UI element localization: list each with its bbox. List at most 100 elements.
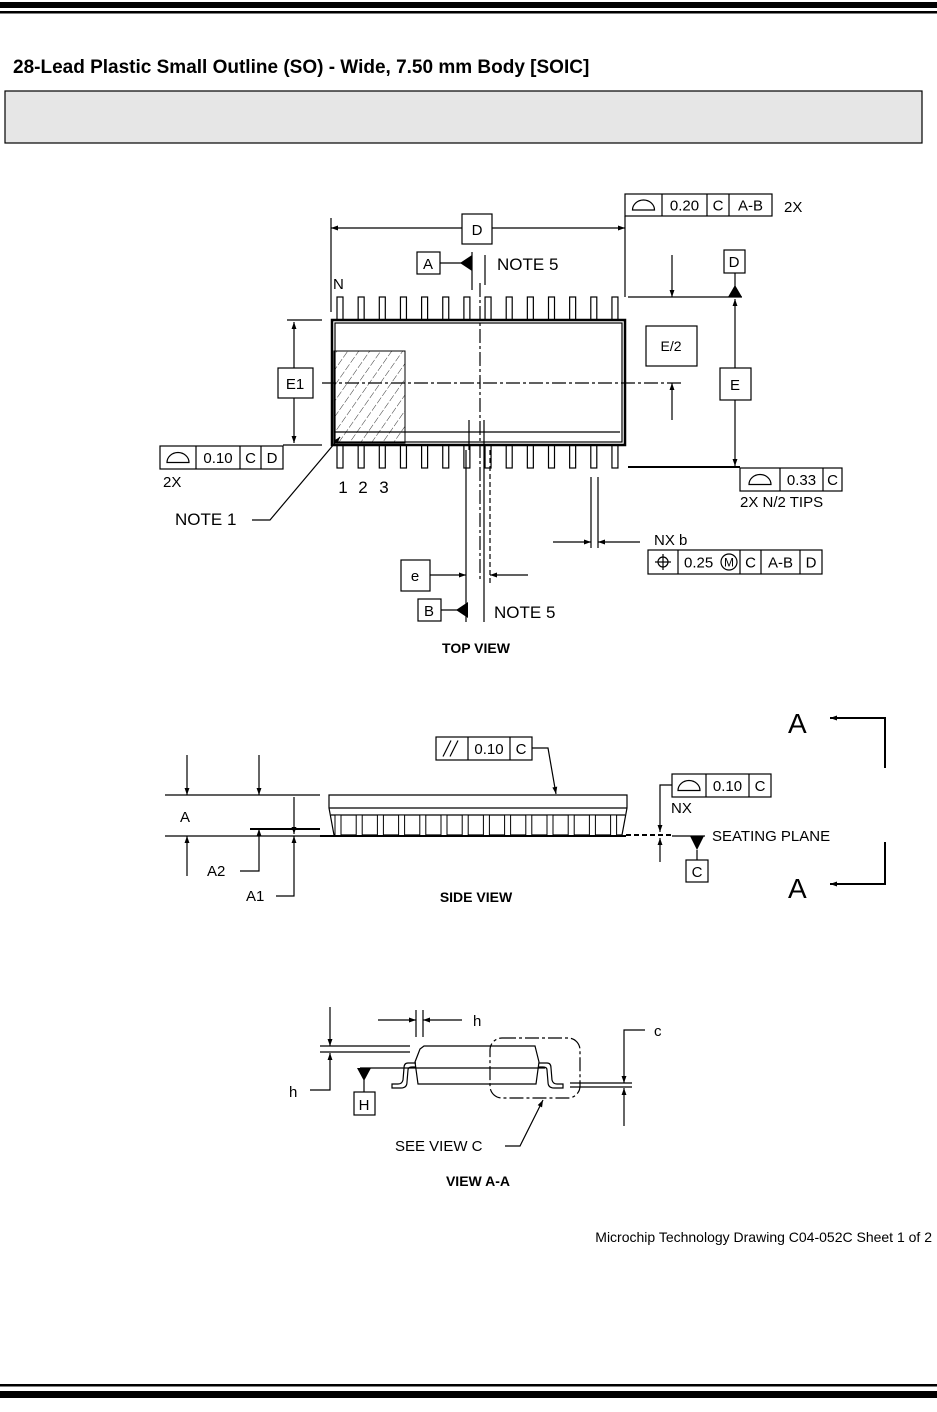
lead-bottom	[590, 444, 598, 469]
lead-top	[336, 296, 344, 321]
lead-bottom	[378, 444, 386, 469]
note1: NOTE 1	[175, 510, 236, 529]
lead-side	[525, 814, 533, 837]
frame-cell-text: C	[713, 198, 724, 215]
profile-of-surface-icon	[748, 473, 772, 486]
package-body-section	[414, 1045, 540, 1085]
frame-cell-text: 0.25	[684, 555, 713, 572]
lead-side	[334, 814, 342, 837]
datum-B-label: B	[424, 603, 434, 620]
frame-modifier-text: M	[724, 556, 734, 570]
frame-cell-text: A-B	[768, 555, 793, 572]
header-rule-thin	[0, 11, 937, 14]
datum-C-triangle	[690, 836, 704, 850]
lead-top	[421, 296, 429, 321]
datum-A-triangle	[460, 255, 472, 271]
page-title: 28-Lead Plastic Small Outline (SO) - Wid…	[13, 57, 589, 78]
lead-right	[539, 1062, 564, 1089]
frame-cell-text: 0.10	[713, 778, 742, 795]
datum-D-triangle	[728, 285, 742, 297]
label-nx-b: NX b	[654, 532, 687, 549]
lead-side	[398, 814, 406, 837]
section-A-top: A	[788, 708, 807, 739]
lead-bottom	[442, 444, 450, 469]
dim-D-label: D	[472, 222, 483, 239]
dim-E1-label: E1	[286, 376, 304, 393]
view-c-callout	[489, 1037, 581, 1099]
lead-top	[526, 296, 534, 321]
dim-A1-label: A1	[246, 888, 264, 905]
profile-of-surface-icon	[677, 779, 701, 792]
lead-bottom	[336, 444, 344, 469]
lead-top	[378, 296, 386, 321]
lead-top	[547, 296, 556, 321]
frame-cell-text: C	[745, 555, 756, 572]
frame-cell-text: D	[267, 450, 278, 467]
note5-top: NOTE 5	[497, 255, 558, 274]
frame-cell-text: D	[806, 555, 817, 572]
lead-bottom	[505, 444, 513, 469]
lead-top	[463, 296, 471, 321]
lead-bottom	[484, 444, 492, 469]
dim-h-left: h	[289, 1084, 297, 1101]
label-2x-top: 2X	[784, 199, 802, 216]
datum-B-triangle	[456, 602, 468, 618]
seating-plane-label: SEATING PLANE	[712, 828, 830, 845]
lead-bottom	[611, 444, 619, 469]
top-view: D 2X A NOTE 5 N E1 2X 1 2 3 NOTE	[163, 199, 823, 656]
pin1-index-area	[333, 350, 406, 444]
lead-side	[567, 814, 575, 837]
label-tips: 2X N/2 TIPS	[740, 494, 823, 511]
view-aa-caption: VIEW A-A	[446, 1173, 510, 1189]
frame-cell-text: C	[755, 778, 766, 795]
lead-bottom	[357, 444, 365, 469]
frame-cell-text: C	[827, 472, 838, 489]
pin-label-3: 3	[379, 478, 388, 497]
lead-top	[442, 296, 450, 321]
lead-top	[569, 296, 577, 321]
frame-cell-text: 0.10	[203, 450, 232, 467]
dim-E2-label: E/2	[660, 338, 681, 354]
footer-rule-thick	[0, 1391, 937, 1398]
lead-side	[376, 814, 384, 837]
lead-side	[546, 814, 554, 837]
view-aa: H h h c SEE VIEW C VIEW A-A	[289, 1007, 662, 1189]
top-view-caption: TOP VIEW	[442, 640, 511, 656]
lead-bottom	[569, 444, 577, 469]
datum-H-label: H	[359, 1097, 370, 1114]
lead-side	[588, 814, 596, 837]
lead-bottom	[526, 444, 534, 469]
lead-side	[461, 814, 469, 837]
lead-side	[482, 814, 490, 837]
frame-cell-text: C	[245, 450, 256, 467]
lead-left	[391, 1062, 416, 1089]
frame-cell-text: 0.10	[474, 741, 503, 758]
label-2x-left: 2X	[163, 474, 181, 491]
lead-top	[611, 296, 619, 321]
pin-N-label: N	[333, 276, 344, 293]
dim-c: c	[654, 1023, 662, 1040]
lead-top	[484, 296, 492, 321]
position-icon	[655, 554, 671, 570]
profile-of-surface-icon	[166, 451, 190, 464]
pin-label-2: 2	[358, 478, 367, 497]
top-leads	[336, 296, 619, 321]
lead-top	[399, 296, 408, 321]
see-view-c: SEE VIEW C	[395, 1138, 483, 1155]
side-leads	[334, 814, 618, 837]
datum-A-label: A	[423, 256, 433, 273]
bottom-leads	[336, 444, 619, 469]
lead-bottom	[421, 444, 429, 469]
dim-E-label: E	[730, 377, 740, 394]
dim-A2-label: A2	[207, 863, 225, 880]
parallelism-icon	[442, 740, 459, 757]
profile-of-surface-icon	[631, 199, 656, 211]
header-rule-thick	[0, 2, 937, 8]
label-nx: NX	[671, 800, 692, 817]
